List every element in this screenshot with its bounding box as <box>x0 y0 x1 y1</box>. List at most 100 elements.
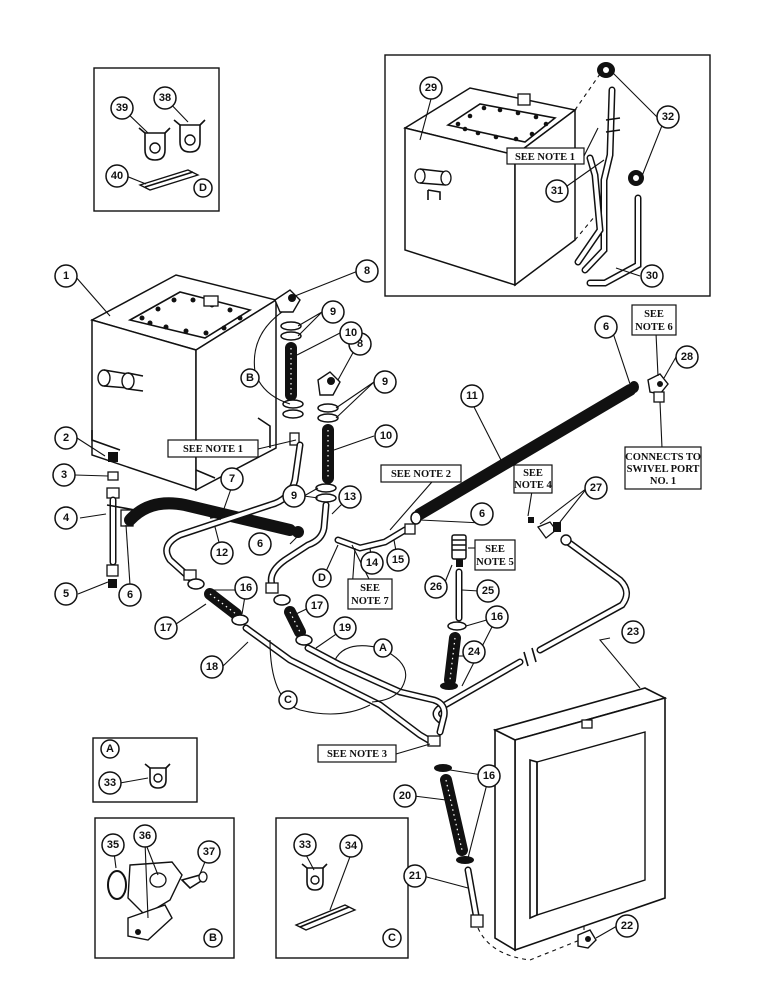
callout-16: 16 <box>477 764 501 788</box>
svg-text:11: 11 <box>466 390 478 402</box>
detail-letter-d: D <box>193 178 213 198</box>
svg-text:31: 31 <box>551 185 563 197</box>
callout-38: 38 <box>153 86 177 110</box>
detail-letter-c: C <box>278 690 298 710</box>
tube-14 <box>334 523 416 552</box>
swivel-port-note: CONNECTS TO SWIVEL PORT NO. 1 <box>624 446 702 490</box>
callout-13: 13 <box>338 485 362 509</box>
svg-text:NOTE 5: NOTE 5 <box>476 557 514 568</box>
svg-text:34: 34 <box>345 840 358 852</box>
svg-text:13: 13 <box>344 491 356 503</box>
svg-text:7: 7 <box>229 473 235 485</box>
callout-40: 40 <box>105 164 129 188</box>
detail-d-clamps <box>138 119 206 191</box>
svg-text:10: 10 <box>380 430 392 442</box>
callout-7: 7 <box>220 467 244 491</box>
callout-23: 23 <box>621 620 645 644</box>
svg-text:6: 6 <box>603 321 609 333</box>
svg-text:NOTE 7: NOTE 7 <box>351 596 389 607</box>
svg-text:3: 3 <box>61 469 67 481</box>
svg-text:9: 9 <box>291 490 297 502</box>
svg-text:B: B <box>209 932 217 944</box>
tube-18 <box>242 624 441 747</box>
callout-19: 19 <box>333 616 357 640</box>
callout-6: 6 <box>248 532 272 556</box>
svg-text:35: 35 <box>107 839 119 851</box>
svg-text:6: 6 <box>127 589 133 601</box>
callout-10: 10 <box>339 321 363 345</box>
detail-c-frame <box>275 817 409 959</box>
svg-text:SEE: SEE <box>485 544 505 555</box>
elbow-fitting-8-lower <box>315 371 341 503</box>
svg-text:26: 26 <box>430 581 442 593</box>
svg-text:36: 36 <box>139 830 151 842</box>
svg-text:CONNECTS TO: CONNECTS TO <box>625 452 701 463</box>
svg-text:SEE: SEE <box>523 468 543 479</box>
callout-39: 39 <box>110 96 134 120</box>
detail-b-frame <box>94 817 235 959</box>
callout-28: 28 <box>675 345 699 369</box>
svg-text:D: D <box>318 572 326 584</box>
callout-21: 21 <box>403 864 427 888</box>
svg-text:16: 16 <box>240 582 252 594</box>
callout-9: 9 <box>321 300 345 324</box>
svg-text:SEE NOTE 3: SEE NOTE 3 <box>327 749 387 760</box>
note-box-1-main: SEE NOTE 1 <box>167 439 259 458</box>
note-box-5: SEE NOTE 5 <box>474 539 516 571</box>
svg-text:SEE NOTE 1: SEE NOTE 1 <box>183 444 243 455</box>
svg-text:28: 28 <box>681 351 693 363</box>
callout-4: 4 <box>54 506 78 530</box>
svg-text:40: 40 <box>111 170 123 182</box>
svg-text:18: 18 <box>206 661 218 673</box>
callout-17: 17 <box>305 594 329 618</box>
oil-cooler-23 <box>492 687 668 952</box>
svg-text:NOTE 6: NOTE 6 <box>635 322 673 333</box>
callout-9: 9 <box>282 484 306 508</box>
callout-1: 1 <box>54 264 78 288</box>
callout-35: 35 <box>101 833 125 857</box>
svg-text:8: 8 <box>357 338 363 350</box>
svg-text:30: 30 <box>646 270 658 282</box>
svg-text:NOTE 4: NOTE 4 <box>514 480 552 491</box>
svg-text:14: 14 <box>366 557 379 569</box>
detail-letter-c: C <box>382 928 402 948</box>
fitting-27 <box>528 517 561 539</box>
callout-5: 5 <box>54 582 78 606</box>
note-box-7: SEE NOTE 7 <box>347 578 393 610</box>
svg-text:SEE: SEE <box>644 309 664 320</box>
hose-11 <box>410 381 639 525</box>
callout-6: 6 <box>118 583 142 607</box>
svg-text:15: 15 <box>392 554 404 566</box>
detail-d-frame <box>93 67 220 212</box>
callout-24: 24 <box>462 640 486 664</box>
filter-assembly <box>440 534 467 690</box>
callout-25: 25 <box>476 579 500 603</box>
callout-17: 17 <box>154 616 178 640</box>
callout-36: 36 <box>133 824 157 848</box>
callout-16: 16 <box>485 605 509 629</box>
svg-text:9: 9 <box>382 376 388 388</box>
hose-20 <box>434 764 474 864</box>
svg-text:38: 38 <box>159 92 171 104</box>
fitting-22 <box>577 915 597 949</box>
note-box-3: SEE NOTE 3 <box>317 744 397 763</box>
svg-text:20: 20 <box>399 790 411 802</box>
svg-text:17: 17 <box>311 600 323 612</box>
svg-text:5: 5 <box>63 588 69 600</box>
svg-text:C: C <box>388 932 396 944</box>
callout-34: 34 <box>339 834 363 858</box>
svg-text:8: 8 <box>364 265 370 277</box>
svg-text:19: 19 <box>339 622 351 634</box>
svg-text:12: 12 <box>216 547 228 559</box>
detail-c-leader <box>269 639 371 715</box>
svg-text:33: 33 <box>104 777 116 789</box>
svg-text:1: 1 <box>63 270 69 282</box>
note-box-6: SEE NOTE 6 <box>631 304 677 336</box>
note-box-4: SEE NOTE 4 <box>513 464 553 494</box>
callout-6: 6 <box>470 502 494 526</box>
svg-text:25: 25 <box>482 585 494 597</box>
svg-text:16: 16 <box>491 611 503 623</box>
svg-text:NO. 1: NO. 1 <box>650 476 676 487</box>
detail-b-flange <box>107 861 208 941</box>
